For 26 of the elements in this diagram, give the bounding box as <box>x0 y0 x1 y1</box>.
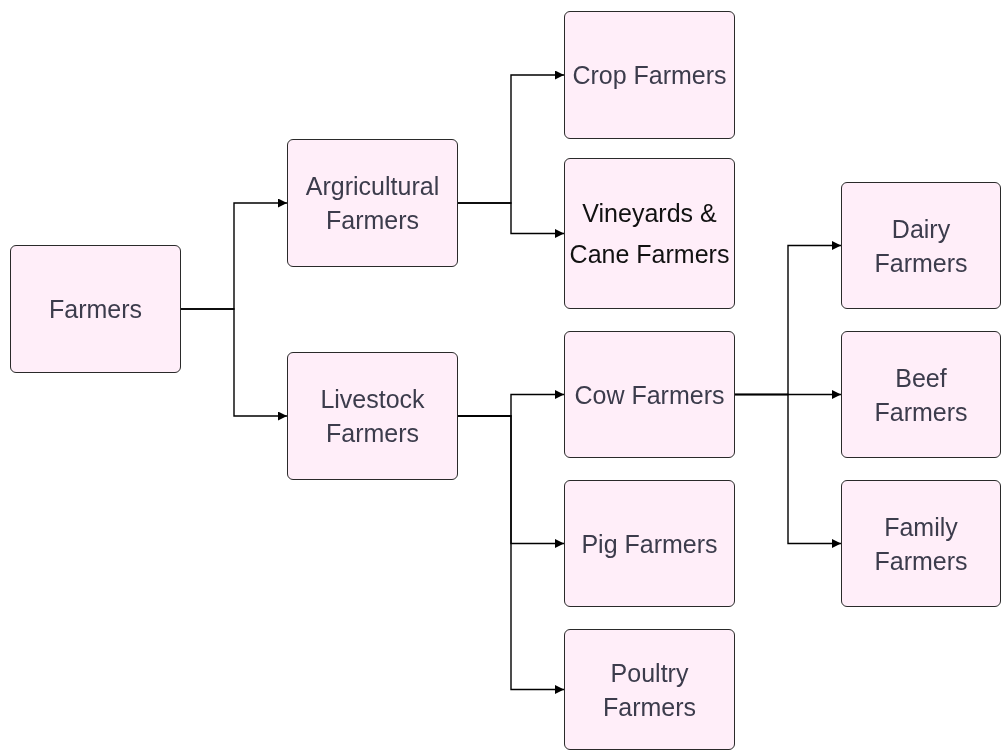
process-box <box>564 11 735 139</box>
node-label: Dairy Farmers <box>873 213 969 279</box>
process-box <box>564 158 735 309</box>
connector-arrow <box>457 202 565 238</box>
process-box <box>287 139 458 267</box>
connector-arrow <box>734 393 842 548</box>
process-box <box>564 480 735 607</box>
node-label: Farmers <box>48 294 143 325</box>
node-label: Beef Farmers <box>873 362 969 428</box>
process-box <box>564 331 735 458</box>
node-label: Vineyards & Cane Farmers <box>569 197 730 270</box>
node-label: Crop Farmers <box>572 60 727 91</box>
node-label: Cow Farmers <box>574 379 725 411</box>
process-box <box>841 331 1001 458</box>
connector-arrow <box>180 308 288 421</box>
node-label: Argricultural Farmers <box>304 171 441 236</box>
node-label: Family Farmers <box>873 511 969 577</box>
node-label: Pig Farmers <box>581 528 718 560</box>
process-box <box>287 352 458 480</box>
process-box <box>10 245 181 373</box>
process-box <box>841 182 1001 309</box>
process-box <box>564 629 735 750</box>
connector-arrow <box>457 415 565 694</box>
node-label: Poultry Farmers <box>601 657 698 723</box>
process-box <box>841 480 1001 607</box>
node-label: Livestock Farmers <box>319 384 426 449</box>
